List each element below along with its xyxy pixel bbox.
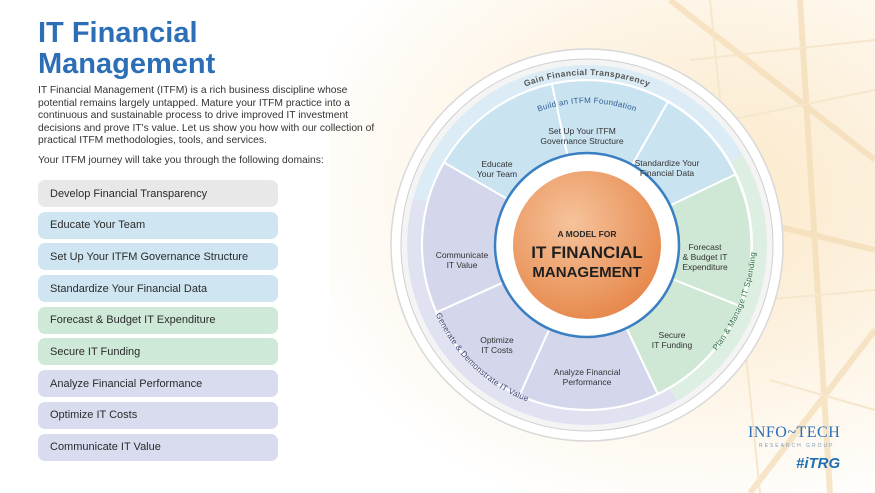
wheel-center-line-2: IT FINANCIAL	[531, 243, 642, 262]
title-line-2: Management	[38, 48, 216, 80]
seg-educate-line-2: Your Team	[477, 169, 517, 179]
seg-standardize-line-2: Financial Data	[640, 168, 695, 178]
infotech-logo-sub: RESEARCH GROUP	[759, 443, 835, 449]
seg-communicate-line-1: Communicate	[436, 250, 489, 260]
page-title: IT Financial Management	[38, 18, 215, 80]
journey-text: Your ITFM journey will take you through …	[38, 155, 324, 166]
title-line-1: IT Financial	[38, 17, 198, 49]
domain-item-forecast-budget[interactable]: Forecast & Budget IT Expenditure	[38, 306, 278, 334]
seg-secure-line-1: Secure	[659, 330, 686, 340]
domain-item-optimize-costs[interactable]: Optimize IT Costs	[38, 401, 278, 429]
seg-analyze-line-1: Analyze Financial	[554, 367, 621, 377]
seg-optimize-line-2: IT Costs	[481, 345, 513, 355]
wheel-center-line-1: A MODEL FOR	[557, 229, 616, 239]
seg-secure-line-2: IT Funding	[652, 340, 693, 350]
itrg-logo: #iTRG	[796, 455, 841, 472]
wheel-center-line-3: MANAGEMENT	[532, 264, 641, 281]
domain-item-standardize-data[interactable]: Standardize Your Financial Data	[38, 275, 278, 303]
domain-item-analyze-performance[interactable]: Analyze Financial Performance	[38, 370, 278, 398]
seg-forecast-line-2: & Budget IT	[683, 252, 728, 262]
itfm-model-wheel: A MODEL FOR IT FINANCIAL MANAGEMENT Set …	[390, 48, 784, 442]
seg-communicate-line-2: IT Value	[447, 260, 478, 270]
seg-governance-line-2: Governance Structure	[540, 136, 623, 146]
seg-optimize-line-1: Optimize	[480, 335, 514, 345]
seg-forecast-line-3: Expenditure	[682, 262, 728, 272]
seg-governance-line-1: Set Up Your ITFM	[548, 126, 616, 136]
infotech-logo: INFO~TECH	[748, 424, 841, 441]
domain-item-develop-financial-transparency[interactable]: Develop Financial Transparency	[38, 180, 278, 207]
domain-item-educate-your-team[interactable]: Educate Your Team	[38, 211, 278, 239]
domain-item-communicate-value[interactable]: Communicate IT Value	[38, 433, 278, 461]
domain-list: Develop Financial Transparency Educate Y…	[38, 180, 278, 465]
seg-forecast-line-1: Forecast	[688, 242, 722, 252]
domain-item-secure-funding[interactable]: Secure IT Funding	[38, 338, 278, 366]
seg-standardize-line-1: Standardize Your	[635, 158, 700, 168]
intro-paragraph: IT Financial Management (ITFM) is a rich…	[38, 85, 375, 147]
seg-educate-line-1: Educate	[481, 159, 512, 169]
seg-analyze-line-2: Performance	[563, 377, 612, 387]
domain-item-itfm-governance[interactable]: Set Up Your ITFM Governance Structure	[38, 243, 278, 271]
center-circle	[513, 171, 661, 319]
